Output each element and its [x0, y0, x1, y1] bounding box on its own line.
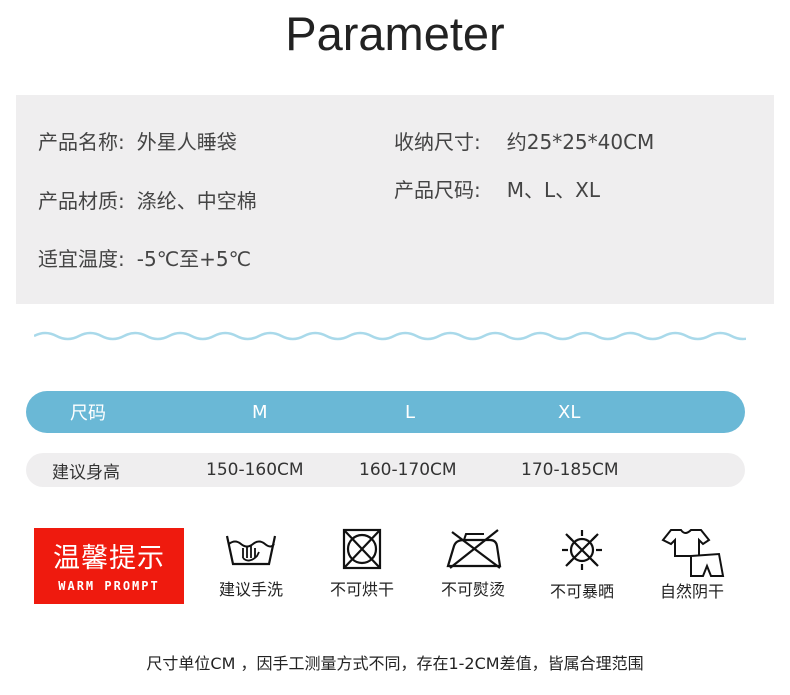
care-label: 自然阴干	[659, 582, 724, 601]
measurement-note: 尺寸单位CM ，因手工测量方式不同，存在1-2CM差值，皆属合理范围	[146, 654, 644, 673]
param-value: 外星人睡袋	[136, 130, 237, 154]
care-label: 不可熨烫	[440, 580, 505, 599]
no-tumble-dry-icon	[342, 528, 382, 570]
care-item-no-tumble-dry: 不可烘干	[312, 528, 412, 600]
param-label: 收纳尺寸:	[394, 130, 481, 154]
size-header-m: M	[252, 401, 268, 423]
size-header-label: 尺码	[70, 403, 106, 424]
care-label: 不可烘干	[329, 580, 394, 599]
wave-divider	[34, 331, 746, 341]
warm-prompt-title: 温馨提示	[53, 543, 165, 574]
shade-dry-icon	[661, 529, 725, 577]
size-header-xl: XL	[558, 401, 581, 423]
no-iron-icon	[446, 529, 502, 569]
warm-prompt-badge: 温馨提示 WARM PROMPT	[34, 528, 184, 604]
param-row-name: 产品名称: 外星人睡袋	[38, 126, 237, 155]
care-label: 不可暴晒	[549, 582, 614, 601]
height-value-m: 150-160CM	[206, 460, 304, 480]
care-item-no-sun: 不可暴晒	[532, 528, 632, 602]
warm-prompt-subtitle: WARM PROMPT	[58, 579, 160, 593]
care-item-hand-wash: 建议手洗	[201, 528, 301, 600]
parameter-panel: 产品名称: 外星人睡袋 产品材质: 涤纶、中空棉 适宜温度: -5℃至+5℃ 收纳尺寸…	[16, 95, 774, 304]
param-label: 产品名称:	[38, 130, 125, 154]
care-item-no-iron: 不可熨烫	[423, 528, 523, 600]
param-value: M、L、XL	[506, 178, 600, 202]
height-value-l: 160-170CM	[359, 460, 457, 480]
no-sun-icon	[562, 530, 602, 570]
param-row-storage: 收纳尺寸: 约25*25*40CM	[394, 126, 654, 155]
height-row-label: 建议身高	[52, 462, 120, 483]
param-value: 涤纶、中空棉	[136, 189, 257, 213]
size-table-row: 建议身高 150-160CM 160-170CM 170-185CM	[26, 453, 745, 487]
page-title: Parameter	[285, 7, 505, 60]
param-label: 适宜温度:	[38, 247, 125, 271]
param-row-temperature: 适宜温度: -5℃至+5℃	[38, 243, 251, 272]
param-label: 产品尺码:	[394, 178, 481, 202]
hand-wash-icon	[225, 535, 277, 566]
care-label: 建议手洗	[218, 580, 283, 599]
height-value-xl: 170-185CM	[521, 460, 619, 480]
param-row-material: 产品材质: 涤纶、中空棉	[38, 185, 257, 214]
param-label: 产品材质:	[38, 189, 125, 213]
size-table-header: 尺码 M L XL	[26, 391, 745, 433]
param-value: 约25*25*40CM	[506, 130, 655, 154]
param-row-size: 产品尺码: M、L、XL	[394, 174, 600, 203]
size-header-l: L	[405, 401, 416, 423]
param-value: -5℃至+5℃	[136, 247, 252, 271]
care-item-shade-dry: 自然阴干	[642, 528, 742, 602]
